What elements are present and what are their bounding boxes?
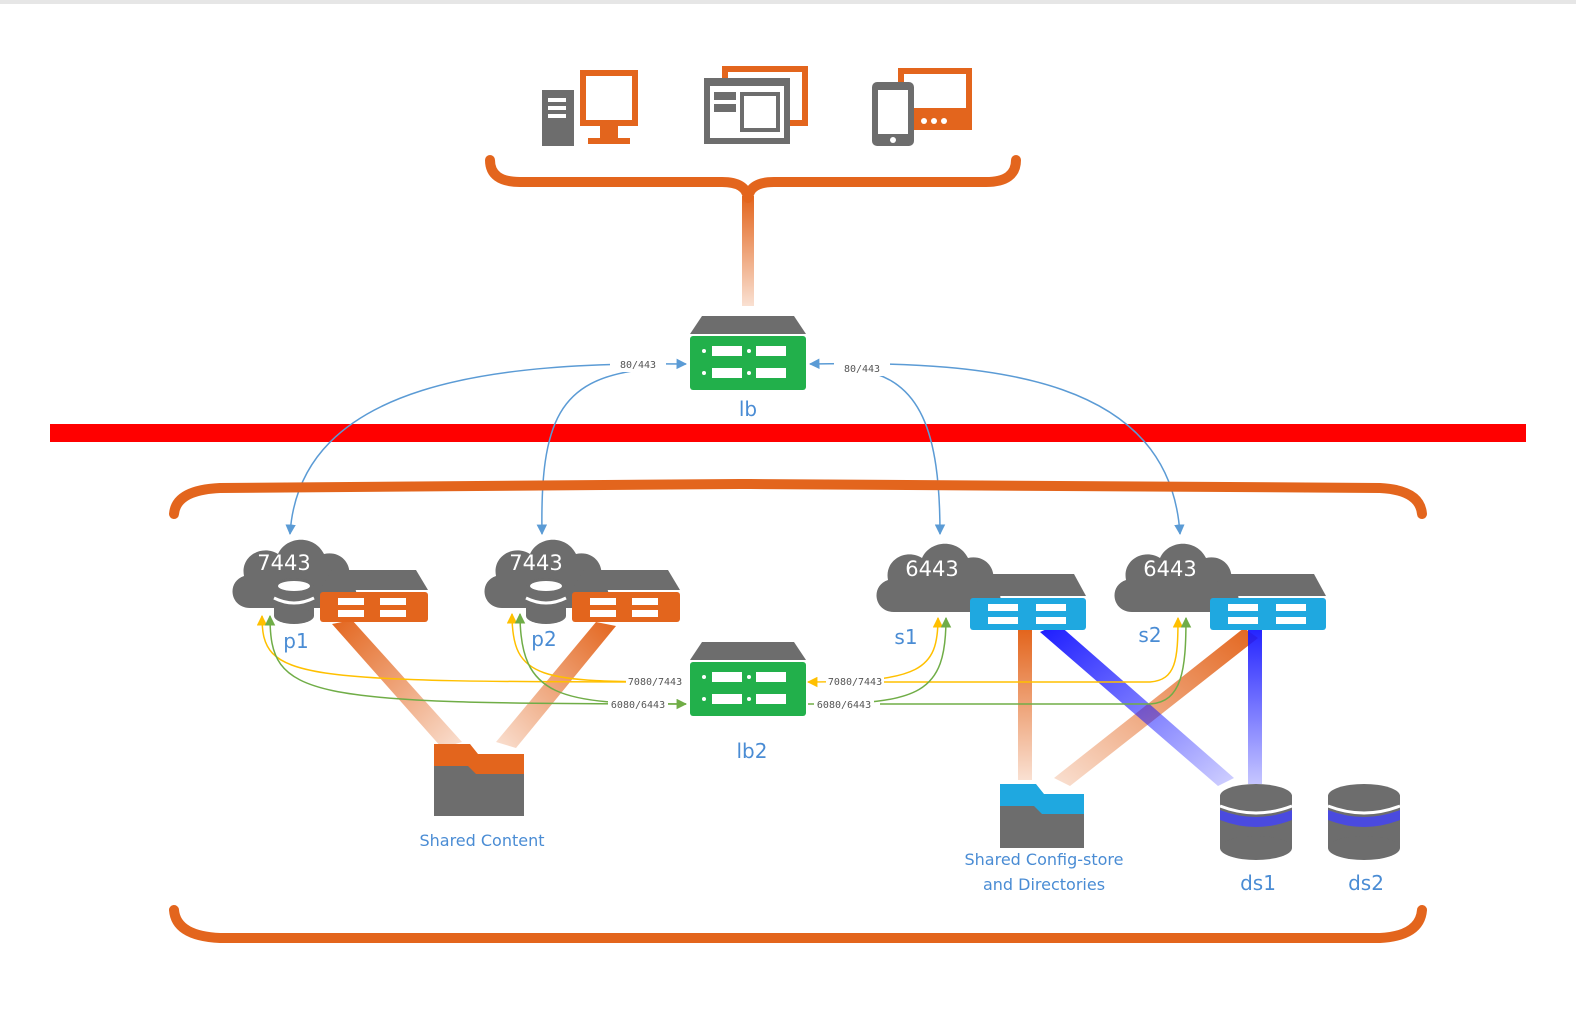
- tablet-monitor-icon: [704, 66, 808, 144]
- lb2-port-yr-bg: [826, 674, 884, 688]
- lb2-port-gl-bg: [608, 697, 668, 711]
- mobile-devices-icon: [872, 68, 972, 146]
- load-balancer-icon: [690, 642, 806, 716]
- shared-config-label-line2: and Directories: [983, 875, 1105, 894]
- client-uplink: [742, 196, 754, 306]
- lb-port-right-bg: [834, 360, 890, 376]
- p2-label: p2: [531, 627, 556, 651]
- s2-label: s2: [1138, 623, 1161, 647]
- ds1-label: ds1: [1240, 871, 1276, 895]
- lb-port-left-bg: [610, 356, 666, 372]
- database-icon: [524, 576, 568, 626]
- p1-cloud-port: 7443: [257, 551, 310, 575]
- desktop-computer-icon: [542, 70, 638, 146]
- lb2-port-gr-bg: [814, 697, 874, 711]
- lb-label: lb: [739, 397, 757, 421]
- ds2-label: ds2: [1348, 871, 1384, 895]
- lb2-label: lb2: [737, 739, 768, 763]
- top-divider: [0, 0, 1576, 4]
- folder-icon: [1000, 784, 1084, 848]
- database-icon: [1218, 782, 1294, 862]
- load-balancer-icon: [690, 316, 806, 390]
- p1-label: p1: [283, 629, 308, 653]
- lb-port-left: 80/443: [620, 360, 656, 371]
- shared-config-label-line1: Shared Config-store: [965, 850, 1124, 869]
- server-icon: [320, 570, 428, 622]
- lb2-port-green-left: 6080/6443: [611, 700, 665, 711]
- server-icon: [1210, 574, 1326, 630]
- s1-label: s1: [894, 625, 917, 649]
- lb2-port-yellow-right: 7080/7443: [828, 677, 882, 688]
- shared-content-label: Shared Content: [419, 831, 544, 850]
- database-icon: [1326, 782, 1402, 862]
- client-bracket: [485, 155, 1021, 203]
- folder-icon: [434, 744, 524, 816]
- internal-bracket-bottom: [169, 905, 1427, 943]
- lb2-port-yellow-left: 7080/7443: [628, 677, 682, 688]
- database-icon: [272, 576, 316, 626]
- internal-bracket-top: [169, 478, 1427, 519]
- server-icon: [572, 570, 680, 622]
- firewall-icon: [50, 424, 1526, 442]
- p2-cloud-port: 7443: [509, 551, 562, 575]
- s2-cloud-port: 6443: [1143, 557, 1196, 581]
- lb2-port-green-right: 6080/6443: [817, 700, 871, 711]
- lb2-port-yl-bg: [626, 674, 684, 688]
- lb-port-right: 80/443: [844, 364, 880, 375]
- s1-cloud-port: 6443: [905, 557, 958, 581]
